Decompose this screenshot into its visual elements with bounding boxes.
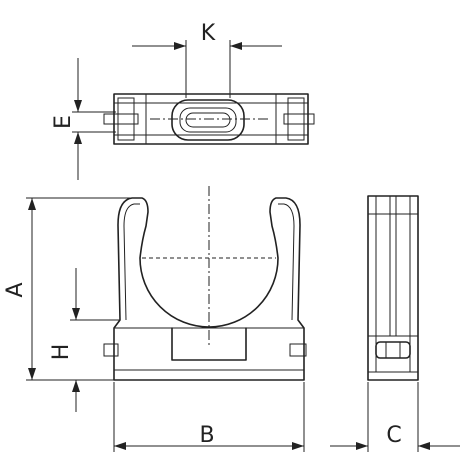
dimension-c: C — [330, 382, 460, 452]
side-view — [367, 195, 419, 381]
dimension-label-e: E — [51, 115, 76, 129]
top-view — [103, 93, 315, 145]
front-view-right-latch — [289, 343, 307, 357]
front-view-base-recess — [171, 327, 247, 361]
side-view-latch — [375, 341, 411, 359]
dimension-label-b: B — [199, 423, 214, 448]
dimension-label-a: A — [3, 282, 28, 297]
dimension-label-c: C — [386, 423, 401, 448]
dimension-label-k: K — [201, 21, 216, 46]
dimension-h: H — [49, 268, 120, 412]
front-view-clip-outline — [113, 197, 305, 381]
front-view-left-latch — [103, 343, 119, 357]
front-view — [103, 186, 307, 381]
dimension-b: B — [113, 382, 305, 452]
dimension-k: K — [132, 21, 282, 98]
side-view-outline — [367, 195, 419, 381]
dimension-e: E — [51, 58, 116, 180]
top-view-center-slot — [171, 99, 245, 141]
top-view-outline — [113, 93, 309, 145]
dimension-label-h: H — [49, 344, 74, 361]
top-view-left-latch — [103, 113, 139, 125]
top-view-right-latch — [283, 113, 315, 125]
